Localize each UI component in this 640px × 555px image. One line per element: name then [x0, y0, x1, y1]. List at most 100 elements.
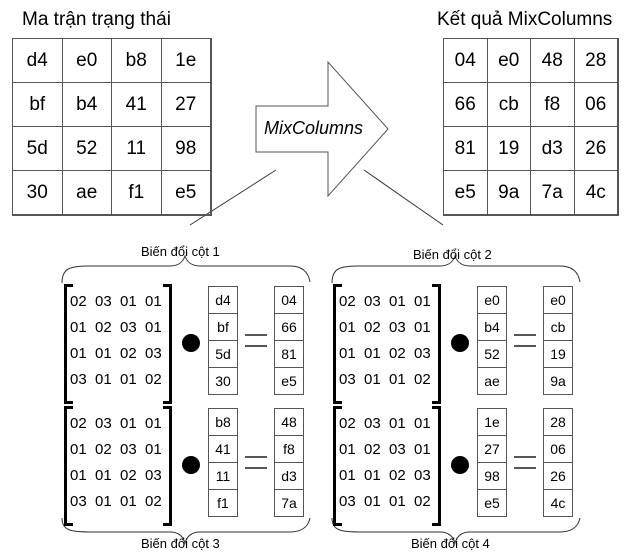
matrix-cell: 4c	[573, 170, 618, 215]
matrix-cell: 27	[160, 82, 211, 127]
matrix-cell: d4	[12, 38, 63, 83]
right-bracket	[163, 284, 172, 404]
matrix-cell: 81	[443, 126, 488, 171]
input-vector-cell: 41	[209, 435, 237, 462]
matrix-cell: cb	[486, 82, 531, 127]
mix-matrix-entry: 01	[414, 319, 431, 336]
column-2-label: Biến đổi cột 2	[413, 247, 492, 262]
input-vector-cell: e5	[478, 489, 506, 516]
matrix-cell: 98	[160, 126, 211, 171]
left-bracket	[333, 284, 342, 404]
right-bracket	[432, 406, 441, 526]
mix-matrix-entry: 03	[339, 371, 356, 388]
mixcolumns-arrow-shape	[255, 60, 389, 198]
multiply-dot-icon	[451, 456, 469, 474]
mix-matrix-entry: 01	[145, 293, 162, 310]
mix-matrix-entry: 01	[95, 371, 112, 388]
mix-matrix-entry: 03	[95, 293, 112, 310]
mix-matrix-entry: 01	[70, 319, 87, 336]
matrix-cell: 52	[61, 126, 112, 171]
brace-column-3	[61, 517, 311, 545]
mix-matrix-entry: 02	[364, 441, 381, 458]
mix-matrix-entry: 01	[120, 415, 137, 432]
matrix-cell: 48	[530, 38, 575, 83]
mix-matrix-entry: 02	[70, 293, 87, 310]
mix-matrix-entry: 01	[389, 493, 406, 510]
output-vector-cell: 26	[544, 462, 572, 489]
multiply-dot-icon	[182, 334, 200, 352]
matrix-cell: 26	[573, 126, 618, 171]
matrix-cell: ae	[61, 170, 112, 215]
mix-matrix-entry: 01	[95, 345, 112, 362]
mix-matrix-entry: 01	[70, 441, 87, 458]
mix-matrix-entry: 01	[389, 415, 406, 432]
output-vector-cell: 7a	[275, 489, 303, 516]
matrix-cell: 41	[111, 82, 162, 127]
input-vector-cell: 1e	[484, 414, 500, 430]
mixcolumns-arrow-label: MixColumns	[264, 118, 364, 138]
mix-matrix-entry: 03	[364, 293, 381, 310]
mix-matrix-entry: 03	[389, 441, 406, 458]
equals-sign-icon	[514, 456, 536, 469]
result-matrix-title: Kết quả MixColumns	[437, 9, 613, 30]
mix-matrix-entry: 03	[414, 345, 431, 362]
connector-line-right	[363, 169, 444, 226]
mix-matrix-entry: 01	[145, 441, 162, 458]
input-vector-cell: ae	[478, 367, 506, 394]
mix-matrix-entry: 03	[70, 371, 87, 388]
output-vector-cell: 48	[281, 414, 297, 430]
mix-matrix-entry: 03	[145, 345, 162, 362]
input-vector-cell: 11	[209, 462, 237, 489]
mix-matrix-entry: 02	[145, 371, 162, 388]
input-vector-cell: 98	[478, 462, 506, 489]
mix-matrix-entry: 03	[120, 441, 137, 458]
matrix-cell: b8	[111, 38, 162, 83]
right-bracket	[432, 284, 441, 404]
mix-matrix-entry: 02	[414, 371, 431, 388]
mix-matrix-entry: 02	[120, 467, 137, 484]
matrix-cell: 5d	[12, 126, 63, 171]
mix-matrix-entry: 02	[145, 493, 162, 510]
output-vector-cell: 19	[544, 340, 572, 367]
mix-matrix-entry: 01	[120, 371, 137, 388]
mix-matrix-entry: 03	[95, 415, 112, 432]
output-vector-cell: e5	[275, 367, 303, 394]
input-vector-cell: b4	[478, 313, 506, 340]
mix-matrix-entry: 01	[414, 293, 431, 310]
mix-matrix-entry: 01	[70, 467, 87, 484]
mix-matrix-entry: 01	[339, 441, 356, 458]
output-vector-cell: 9a	[544, 367, 572, 394]
equals-sign-icon	[245, 456, 267, 469]
mix-matrix-entry: 03	[339, 493, 356, 510]
equals-sign-icon	[514, 334, 536, 347]
input-vector-cell: f1	[209, 489, 237, 516]
matrix-cell: f1	[111, 170, 162, 215]
mix-matrix-entry: 01	[95, 493, 112, 510]
mix-matrix-entry: 03	[364, 415, 381, 432]
mix-matrix-entry: 01	[364, 371, 381, 388]
brace-column-2	[331, 254, 581, 284]
mix-matrix-entry: 01	[145, 319, 162, 336]
matrix-cell: e5	[160, 170, 211, 215]
matrix-cell: d3	[530, 126, 575, 171]
mix-matrix-entry: 01	[339, 467, 356, 484]
left-bracket	[333, 406, 342, 526]
mix-matrix-entry: 01	[95, 467, 112, 484]
matrix-cell: 28	[573, 38, 618, 83]
output-vector-cell: 81	[275, 340, 303, 367]
matrix-cell: 66	[443, 82, 488, 127]
mix-matrix-entry: 03	[389, 319, 406, 336]
mix-matrix-entry: 01	[120, 493, 137, 510]
